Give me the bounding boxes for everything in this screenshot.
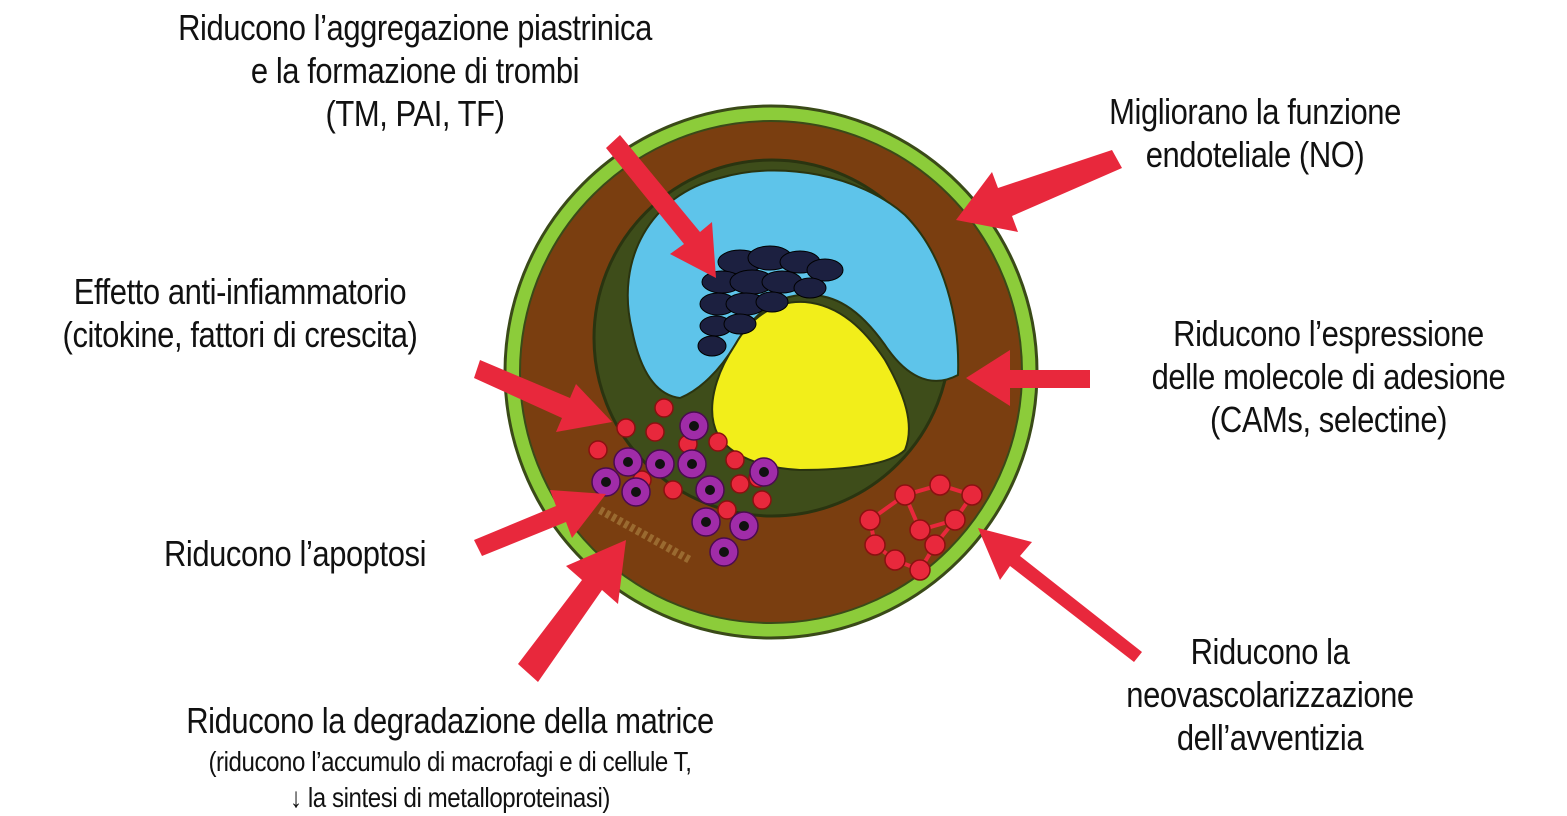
label-platelet-line2: e la formazione di trombi <box>140 49 690 92</box>
label-anti-inflammatory: Effetto anti-infiammatorio (citokine, fa… <box>34 270 447 356</box>
label-neovascular-line2: neovascolarizzazione <box>1089 673 1450 716</box>
label-matrix-line1: Riducono la degradazione della matrice <box>115 698 786 744</box>
label-adhesion-line2: delle molecole di adesione <box>1123 355 1533 398</box>
label-adhesion-line3: (CAMs, selectine) <box>1123 398 1533 441</box>
label-matrix-line2: (riducono l’accumulo di macrofagi e di c… <box>115 744 786 780</box>
label-endothelial-line1: Migliorano la funzione <box>1070 90 1440 133</box>
label-apoptosis: Riducono l’apoptosi <box>136 532 454 575</box>
label-platelet-line1: Riducono l’aggregazione piastrinica <box>140 6 690 49</box>
label-matrix-degradation: Riducono la degradazione della matrice (… <box>115 698 786 816</box>
label-neovascular-line1: Riducono la <box>1089 630 1450 673</box>
label-platelet-line3: (TM, PAI, TF) <box>140 92 690 135</box>
label-adhesion-line1: Riducono l’espressione <box>1123 312 1533 355</box>
label-endothelial-line2: endoteliale (NO) <box>1070 133 1440 176</box>
label-antiinflammatory-line1: Effetto anti-infiammatorio <box>34 270 447 313</box>
label-antiinflammatory-line2: (citokine, fattori di crescita) <box>34 313 447 356</box>
label-neovascular-line3: dell’avventizia <box>1089 716 1450 759</box>
label-neovascularization: Riducono la neovascolarizzazione dell’av… <box>1089 630 1450 759</box>
label-platelet-aggregation: Riducono l’aggregazione piastrinica e la… <box>140 6 690 135</box>
label-matrix-line3: ↓ la sintesi di metalloproteinasi) <box>115 780 786 816</box>
label-adhesion-molecules: Riducono l’espressione delle molecole di… <box>1123 312 1533 441</box>
label-apoptosis-line1: Riducono l’apoptosi <box>136 532 454 575</box>
arrow-matrix <box>518 540 626 682</box>
label-endothelial-function: Migliorano la funzione endoteliale (NO) <box>1070 90 1440 176</box>
